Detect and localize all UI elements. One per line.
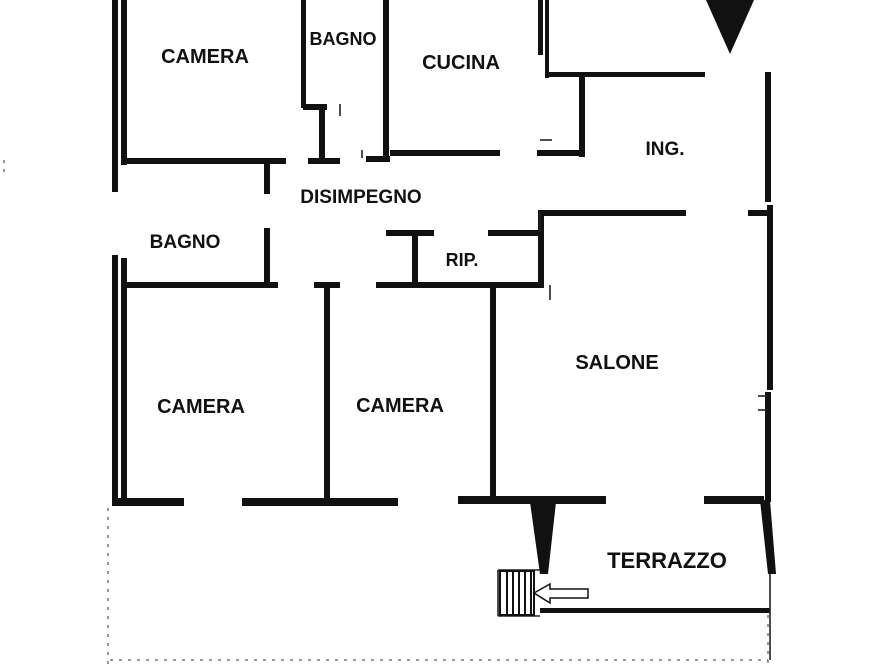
room-label-camera-top: CAMERA bbox=[161, 46, 249, 68]
triangle-down-icon bbox=[706, 0, 754, 54]
room-label-cucina: CUCINA bbox=[422, 52, 500, 74]
room-label-ripostiglio: RIP. bbox=[446, 250, 479, 270]
room-label-bagno-top: BAGNO bbox=[310, 29, 377, 49]
stairs-icon bbox=[499, 570, 535, 616]
room-label-disimpegno: DISIMPEGNO bbox=[300, 187, 421, 208]
room-label-salone: SALONE bbox=[575, 352, 658, 374]
room-label-terrazzo: TERRAZZO bbox=[607, 548, 727, 573]
room-labels: CAMERA BAGNO CUCINA ING. DISIMPEGNO BAGN… bbox=[150, 29, 727, 573]
room-label-camera-mid: CAMERA bbox=[356, 395, 444, 417]
arrow-left-icon bbox=[532, 582, 589, 605]
walls bbox=[112, 0, 776, 613]
room-label-camera-left: CAMERA bbox=[157, 396, 245, 418]
room-label-ingresso: ING. bbox=[645, 139, 684, 160]
room-label-bagno-mid: BAGNO bbox=[150, 232, 221, 253]
